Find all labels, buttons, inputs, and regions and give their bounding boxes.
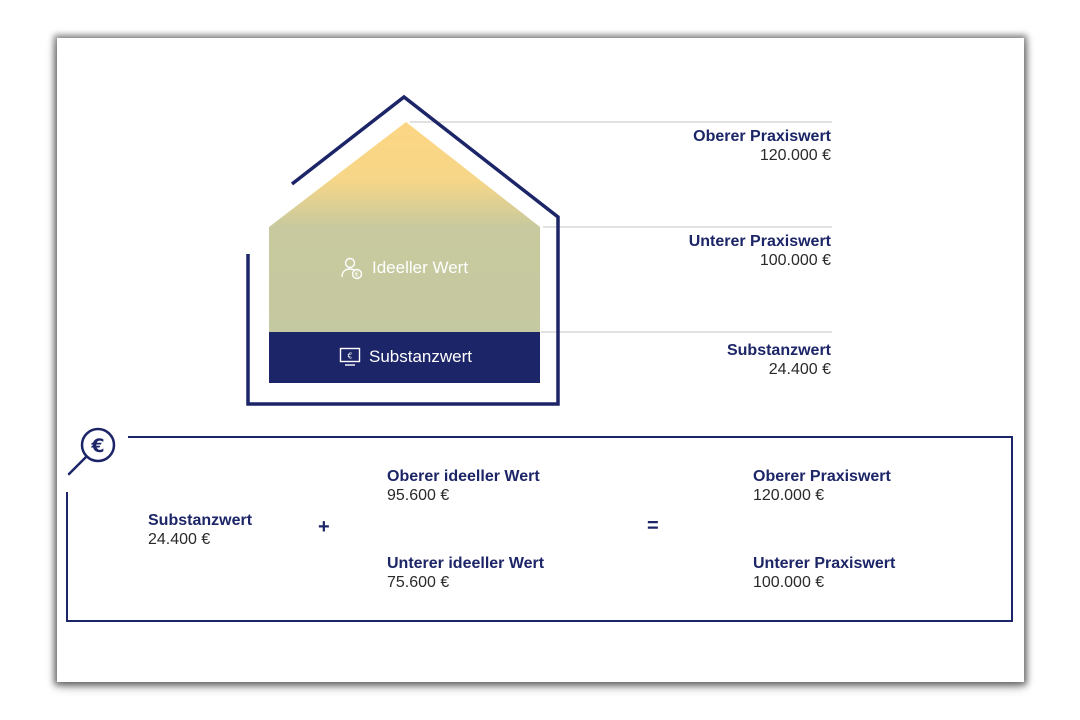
formula-result-lower-value: 100.000 €	[753, 574, 825, 592]
ideal-value-text: Ideeller Wert	[372, 258, 469, 277]
level-upper-title: Oberer Praxiswert	[693, 128, 831, 145]
formula-substance: Substanzwert 24.400 €	[148, 511, 252, 549]
level-upper-value: 120.000 €	[759, 147, 831, 165]
level-substance-value: 24.400 €	[768, 361, 831, 379]
monitor-euro-icon: €	[339, 347, 361, 366]
formula-result-lower-title: Unterer Praxiswert	[753, 555, 896, 572]
formula-ideal-upper: Oberer ideeller Wert 95.600 €	[387, 467, 540, 505]
level-label-lower: Unterer Praxiswert 100.000 €	[689, 232, 831, 270]
ideal-value-area	[269, 122, 540, 332]
svg-text:€: €	[347, 352, 352, 361]
svg-text:€: €	[355, 271, 359, 279]
level-lower-value: 100.000 €	[759, 252, 831, 270]
card	[57, 38, 1024, 682]
ideal-value-label: € Ideeller Wert	[340, 256, 468, 280]
formula-ideal-lower: Unterer ideeller Wert 75.600 €	[387, 554, 544, 592]
level-substance-title: Substanzwert	[726, 342, 831, 359]
level-label-upper: Oberer Praxiswert 120.000 €	[693, 127, 831, 165]
formula-result-upper-value: 120.000 €	[753, 487, 825, 505]
formula-ideal-upper-title: Oberer ideeller Wert	[387, 468, 540, 485]
formula-substance-title: Substanzwert	[148, 512, 253, 529]
plus-sign: +	[318, 516, 330, 538]
svg-text:€: €	[90, 435, 104, 457]
formula-result-lower: Unterer Praxiswert 100.000 €	[753, 554, 895, 592]
substance-value-label: € Substanzwert	[339, 347, 472, 367]
formula-ideal-lower-title: Unterer ideeller Wert	[387, 555, 545, 572]
formula-substance-value: 24.400 €	[148, 531, 211, 549]
formula-result-upper: Oberer Praxiswert 120.000 €	[753, 467, 891, 505]
formula-ideal-lower-value: 75.600 €	[387, 574, 450, 592]
substance-value-area	[269, 332, 540, 383]
euro-magnifier-icon: €	[67, 427, 116, 476]
equals-sign: =	[647, 515, 659, 537]
formula-result-upper-title: Oberer Praxiswert	[753, 468, 891, 485]
house-outline	[246, 94, 560, 406]
level-label-substance: Substanzwert 24.400 €	[727, 341, 831, 379]
level-lower-title: Unterer Praxiswert	[688, 233, 831, 250]
person-euro-icon: €	[341, 257, 363, 280]
formula-box-outline	[66, 436, 1013, 622]
substance-value-text: Substanzwert	[369, 347, 472, 366]
formula-ideal-upper-value: 95.600 €	[387, 487, 450, 505]
